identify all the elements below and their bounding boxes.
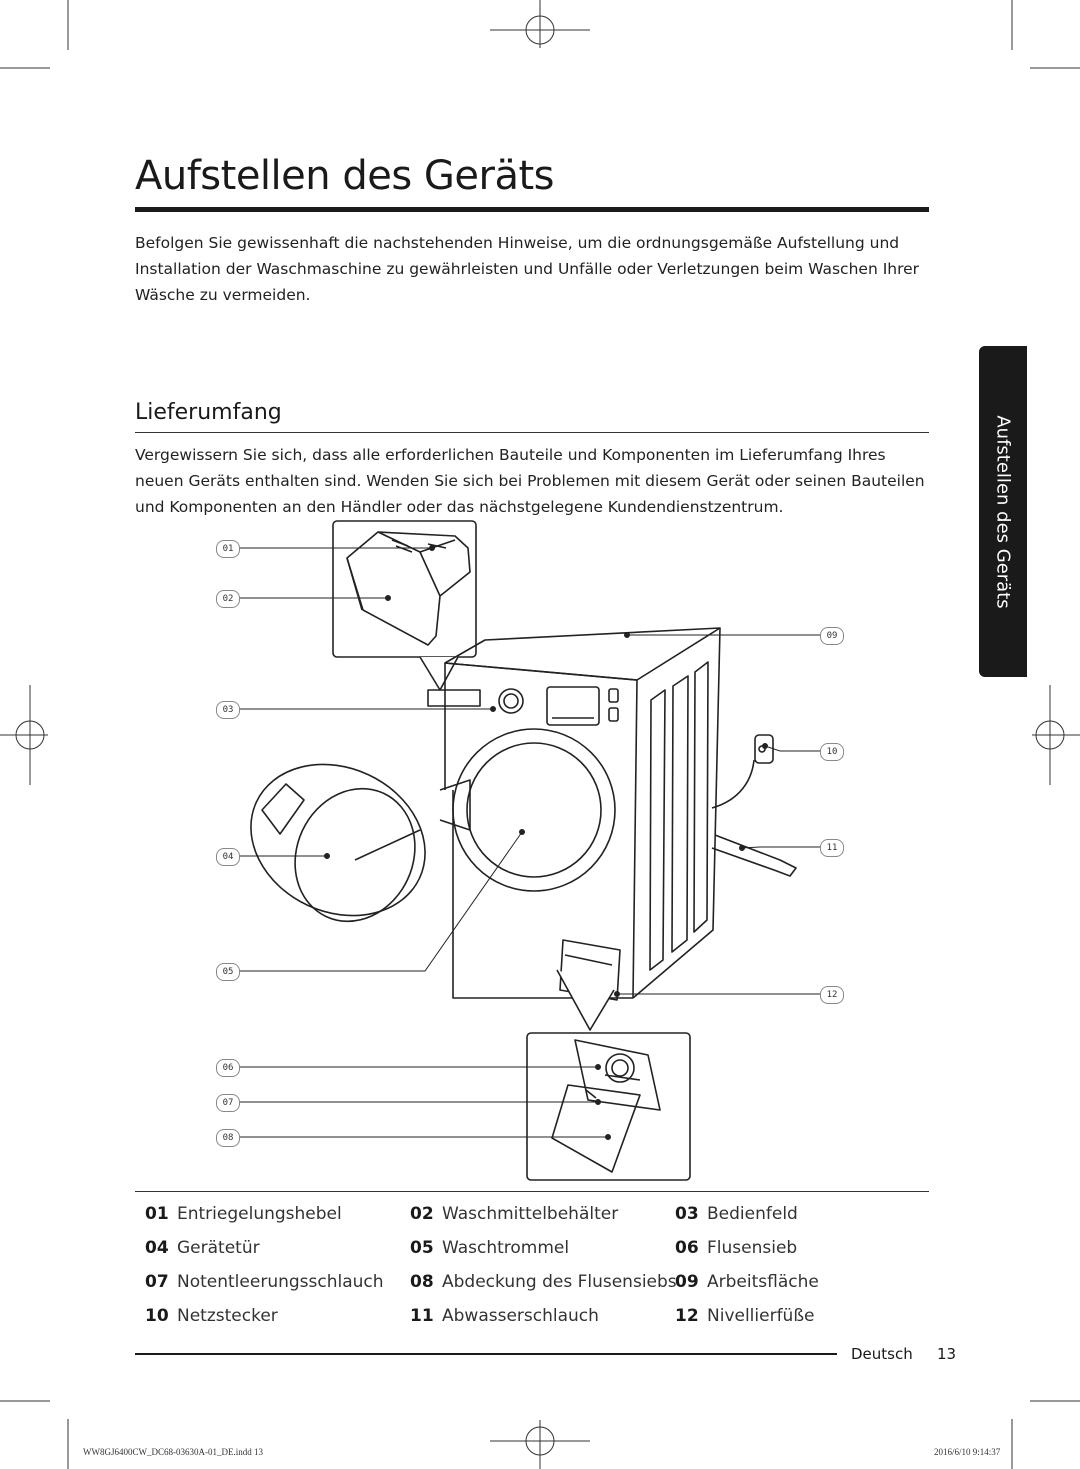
legend-rule bbox=[135, 1191, 929, 1192]
section-rule bbox=[135, 432, 929, 433]
footer-rule bbox=[135, 1353, 837, 1355]
callout-07: 07 bbox=[216, 1094, 240, 1112]
page-number: 13 bbox=[937, 1345, 957, 1363]
page-title: Aufstellen des Geräts bbox=[135, 153, 554, 199]
print-file-info: WW8GJ6400CW_DC68-03630A-01_DE.indd 13 bbox=[83, 1447, 263, 1457]
callout-01: 01 bbox=[216, 540, 240, 558]
callout-12: 12 bbox=[820, 986, 844, 1004]
intro-paragraph: Befolgen Sie gewissenhaft die nachstehen… bbox=[135, 234, 920, 304]
section-title: Lieferumfang bbox=[135, 400, 282, 425]
callout-08: 08 bbox=[216, 1129, 240, 1147]
callout-11: 11 bbox=[820, 839, 844, 857]
callout-10: 10 bbox=[820, 743, 844, 761]
callout-03: 03 bbox=[216, 701, 240, 719]
callout-04: 04 bbox=[216, 848, 240, 866]
callout-05: 05 bbox=[216, 963, 240, 981]
side-tab: Aufstellen des Geräts bbox=[979, 346, 1027, 677]
callout-02: 02 bbox=[216, 590, 240, 608]
section-paragraph: Vergewissern Sie sich, dass alle erforde… bbox=[135, 446, 925, 516]
print-date-info: 2016/6/10 9:14:37 bbox=[934, 1447, 1001, 1457]
callout-09: 09 bbox=[820, 627, 844, 645]
title-rule bbox=[135, 207, 929, 212]
washing-machine-diagram bbox=[238, 520, 820, 1181]
callout-06: 06 bbox=[216, 1059, 240, 1077]
footer-language: Deutsch bbox=[851, 1345, 913, 1363]
